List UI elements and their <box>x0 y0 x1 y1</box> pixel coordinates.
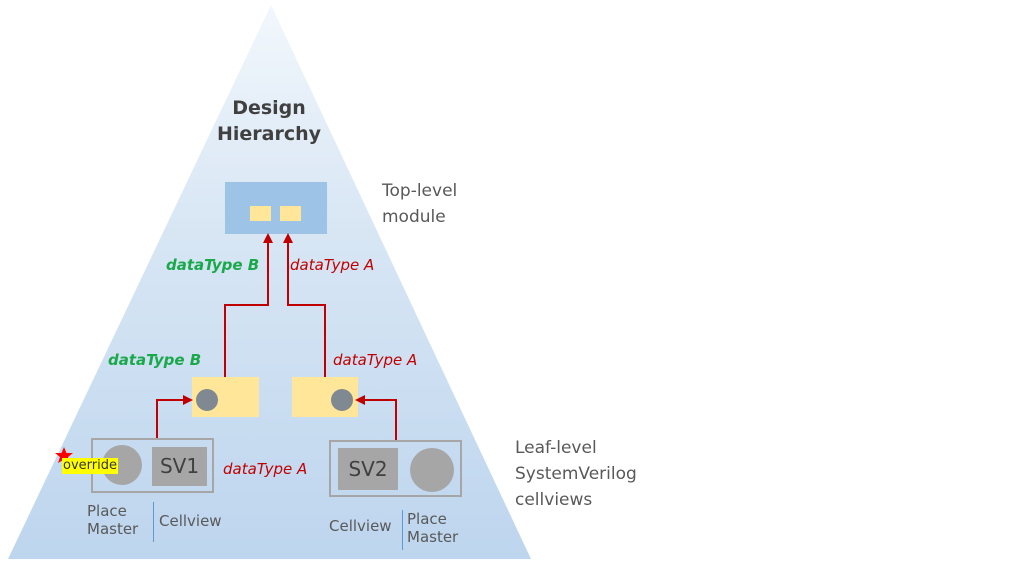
leaf-label-line-3: cellviews <box>515 490 593 510</box>
title-line-1: Design <box>232 97 306 119</box>
sv2-cellview-box: SV2 <box>338 448 398 490</box>
edge-label-middle-left: dataType B <box>108 351 202 369</box>
edge-label-bottom-center: dataType A <box>223 460 308 478</box>
arrow-sv2-to-midright <box>355 395 397 441</box>
override-badge: override <box>62 458 118 474</box>
arrow-midleft-to-top <box>224 233 273 377</box>
sv1-cellview-caption: Cellview <box>159 512 222 530</box>
top-level-label-line-1: Top-level <box>382 181 458 201</box>
title-line-2: Hierarchy <box>216 123 322 145</box>
sv2-place-master-circle <box>410 448 454 492</box>
sv1-place-master-caption: Place Master <box>87 502 138 538</box>
mid-port-right <box>331 389 353 411</box>
sv2-caption-divider <box>402 510 403 550</box>
sv2-place-master-caption: Place Master <box>407 510 458 546</box>
hierarchy-triangle <box>8 5 531 559</box>
edge-label-upper-right: dataType A <box>290 256 375 274</box>
sv1-place-master-circle <box>102 445 142 485</box>
sv1-caption-place: Place <box>87 502 127 520</box>
arrow-midright-to-top <box>283 233 326 377</box>
top-port-right <box>280 206 301 221</box>
sv1-caption-master: Master <box>87 520 139 538</box>
sv1-caption-divider <box>153 502 154 542</box>
top-level-label: Top-level module <box>382 180 457 228</box>
arrow-sv1-to-midleft <box>156 395 193 440</box>
top-port-left <box>250 206 271 221</box>
leaf-level-label: Leaf-level SystemVerilog cellviews <box>515 437 637 511</box>
top-level-module-box <box>225 182 327 234</box>
sv1-cellview-box: SV1 <box>152 447 207 486</box>
diagram-title: Design Hierarchy <box>189 95 349 147</box>
sv2-cellview-caption: Cellview <box>329 517 392 535</box>
sv2-frame <box>329 440 462 497</box>
edge-label-middle-right: dataType A <box>333 351 418 369</box>
leaf-label-line-2: SystemVerilog <box>515 464 637 484</box>
sv2-caption-master: Master <box>407 528 459 546</box>
edge-label-upper-left: dataType B <box>166 256 260 274</box>
sv2-caption-place: Place <box>407 510 447 528</box>
mid-port-left <box>196 389 218 411</box>
top-level-label-line-2: module <box>382 207 446 227</box>
leaf-label-line-1: Leaf-level <box>515 438 597 458</box>
